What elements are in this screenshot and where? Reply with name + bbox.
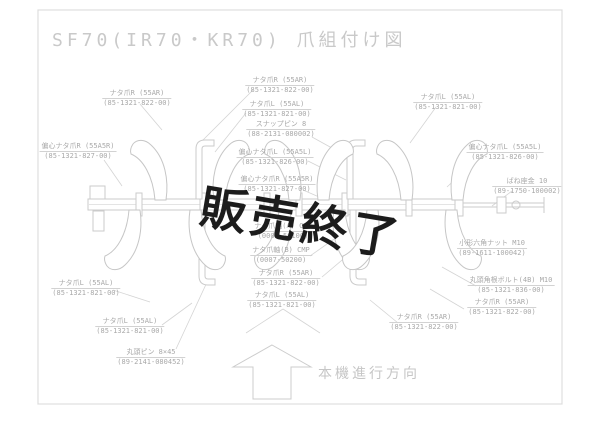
part-code: (85-1321-821-00) (243, 110, 311, 118)
part-label: ナタ爪R (55AR) (85-1321-822-00) (389, 313, 459, 332)
part-name: ナタ爪R (55AR) (389, 313, 459, 323)
part-code: (85-1321-822-00) (390, 323, 458, 331)
part-label: ナタ爪軸(A) CMP (0007-50100) (252, 222, 314, 241)
part-code: (85-1321-822-00) (252, 279, 320, 287)
part-name: ナタ爪R (55AR) (467, 298, 537, 308)
part-label: ばね座金 10 (89-1750-100002) (492, 177, 562, 196)
part-name: ナタ爪L (55AL) (242, 100, 312, 110)
drawing-frame (37, 9, 563, 405)
part-code: (85-1321-821-00) (414, 103, 482, 111)
part-code: (85-1321-826-00) (471, 153, 539, 161)
part-code: (88-2131-080002) (247, 130, 315, 138)
part-code: (89-1611-100042) (458, 249, 526, 257)
part-label: ナタ爪R (55AR) (85-1321-822-00) (102, 89, 172, 108)
part-label: ナタ爪L (55AL) (85-1321-821-00) (242, 100, 312, 119)
part-code: (85-1321-822-00) (103, 99, 171, 107)
part-name: ナタ爪L (55AL) (95, 317, 165, 327)
part-name: ナタ爪軸(B) CMP (250, 246, 312, 256)
part-name: 丸頭角根ボルト(4B) M10 (467, 276, 555, 286)
part-name: 偏心ナタ爪R (55A5R) (39, 142, 117, 152)
part-name: 小形六角ナット M10 (457, 239, 527, 249)
part-label: 偏心ナタ爪L (55A5L) (85-1321-826-00) (236, 148, 314, 167)
part-name: 偏心ナタ爪L (55A5L) (466, 143, 544, 153)
part-code: (85-1321-821-00) (248, 301, 316, 309)
part-label: ナタ爪R (55AR) (85-1321-822-00) (467, 298, 537, 317)
direction-arrow (231, 344, 313, 400)
part-label: ナタ爪L (55AL) (85-1321-821-00) (413, 93, 483, 112)
part-label: 丸頭角根ボルト(4B) M10 (85-1321-836-00) (467, 276, 555, 295)
part-label: ナタ爪R (55AR) (85-1321-822-00) (251, 269, 321, 288)
part-code: (85-1321-826-00) (241, 158, 309, 166)
part-name: 偏心ナタ爪R (55A5R) (238, 175, 316, 185)
part-label: ナタ爪R (55AR) (85-1321-822-00) (245, 76, 315, 95)
part-name: ナタ爪R (55AR) (251, 269, 321, 279)
part-code: (85-1321-821-00) (52, 289, 120, 297)
part-name: ナタ爪L (55AL) (413, 93, 483, 103)
part-name: スナップピン 8 (246, 120, 316, 130)
part-name: ナタ爪L (55AL) (247, 291, 317, 301)
direction-label: 本機進行方向 (318, 366, 420, 382)
part-label: 偏心ナタ爪R (55A5R) (85-1321-827-00) (238, 175, 316, 194)
part-label: 偏心ナタ爪L (55A5L) (85-1321-826-00) (466, 143, 544, 162)
page-title: SF70(IR70・KR70) 爪組付け図 (52, 30, 407, 51)
part-label: ナタ爪軸(B) CMP (0007-50200) (250, 246, 312, 265)
part-code: (85-1321-827-00) (243, 185, 311, 193)
part-code: (85-1321-822-00) (246, 86, 314, 94)
part-code: (85-1321-836-00) (477, 286, 545, 294)
part-code: (85-1321-827-00) (44, 152, 112, 160)
part-label: 偏心ナタ爪R (55A5R) (85-1321-827-00) (39, 142, 117, 161)
part-label: スナップピン 8 (88-2131-080002) (246, 120, 316, 139)
part-label: ナタ爪L (55AL) (85-1321-821-00) (95, 317, 165, 336)
part-label: ナタ爪L (55AL) (85-1321-821-00) (247, 291, 317, 310)
part-code: (0007-50200) (255, 256, 307, 264)
part-name: 偏心ナタ爪L (55A5L) (236, 148, 314, 158)
part-name: ばね座金 10 (492, 177, 562, 187)
part-name: ナタ爪軸(A) CMP (252, 222, 314, 232)
part-name: ナタ爪L (55AL) (51, 279, 121, 289)
part-name: ナタ爪R (55AR) (102, 89, 172, 99)
part-code: (85-1321-822-00) (468, 308, 536, 316)
part-name: 丸頭ピン 8×45 (116, 348, 186, 358)
part-label: ナタ爪L (55AL) (85-1321-821-00) (51, 279, 121, 298)
part-label: 小形六角ナット M10 (89-1611-100042) (457, 239, 527, 258)
part-code: (89-1750-100002) (493, 187, 561, 195)
part-name: ナタ爪R (55AR) (245, 76, 315, 86)
part-label: 丸頭ピン 8×45 (89-2141-080452) (116, 348, 186, 367)
part-code: (0007-50100) (257, 232, 309, 240)
tine-shaft (87, 185, 545, 232)
part-code: (85-1321-821-00) (96, 327, 164, 335)
part-code: (89-2141-080452) (117, 358, 185, 366)
